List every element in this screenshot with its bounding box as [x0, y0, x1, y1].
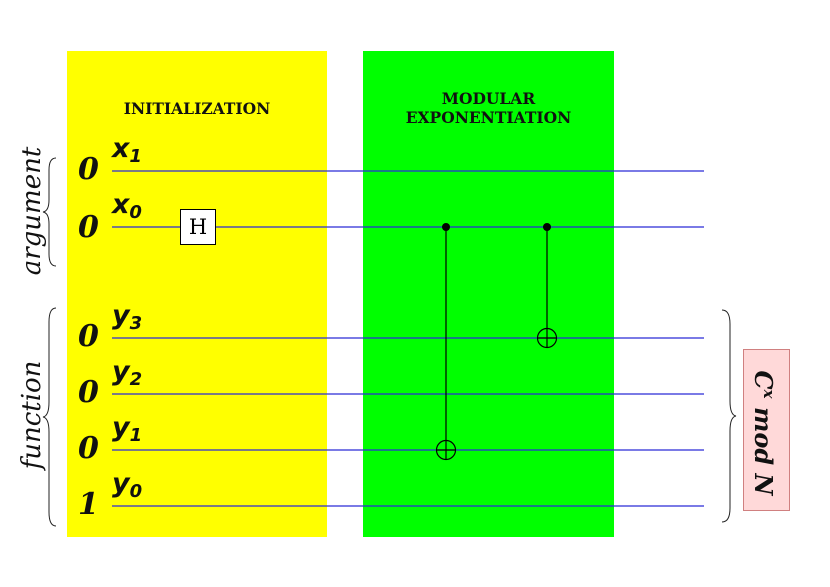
modular-exponentiation-label: MODULAR EXPONENTIATION — [405, 89, 572, 127]
y2-initial-value: 0 — [78, 375, 99, 410]
y2-label-base: y — [112, 356, 130, 387]
x1-label-base: x — [112, 133, 130, 164]
y3-label: y3 — [112, 302, 142, 337]
y0-initial-value: 1 — [78, 487, 99, 522]
output-brace — [721, 309, 737, 523]
initialization-panel — [67, 51, 327, 537]
result-exponent: x — [760, 389, 778, 399]
cnot-1-control-dot — [442, 223, 450, 231]
y0-label-base: y — [112, 468, 130, 499]
y3-label-base: y — [112, 300, 130, 331]
x1-label-sub: 1 — [129, 146, 142, 167]
y0-label: y0 — [112, 470, 142, 505]
y2-label: y2 — [112, 358, 142, 393]
hadamard-gate: H — [180, 209, 216, 245]
x0-initial-value: 0 — [78, 210, 99, 245]
result-base: C — [749, 370, 778, 390]
x1-label: x1 — [112, 135, 142, 170]
argument-group-label: argument — [17, 146, 47, 276]
y1-label-sub: 1 — [129, 425, 143, 446]
argument-brace — [42, 157, 57, 267]
y1-label: y1 — [112, 414, 142, 449]
initialization-label: INITIALIZATION — [123, 99, 271, 118]
cnot-2-control-dot — [543, 223, 551, 231]
function-brace — [42, 307, 57, 527]
function-group-label: function — [17, 360, 47, 470]
y2-label-sub: 2 — [129, 369, 143, 390]
x1-initial-value: 0 — [78, 152, 99, 187]
modular-exponentiation-panel — [363, 51, 614, 537]
y1-label-base: y — [112, 412, 130, 443]
x0-label-sub: 0 — [129, 202, 142, 223]
y3-label-sub: 3 — [129, 313, 143, 334]
result-rest: mod N — [749, 398, 778, 496]
result-box — [743, 349, 790, 511]
x0-label: x0 — [112, 191, 142, 226]
y0-label-sub: 0 — [129, 481, 143, 502]
y3-initial-value: 0 — [78, 319, 99, 354]
y1-initial-value: 0 — [78, 431, 99, 466]
x0-label-base: x — [112, 189, 130, 220]
result-label: Cx mod N — [747, 348, 785, 518]
